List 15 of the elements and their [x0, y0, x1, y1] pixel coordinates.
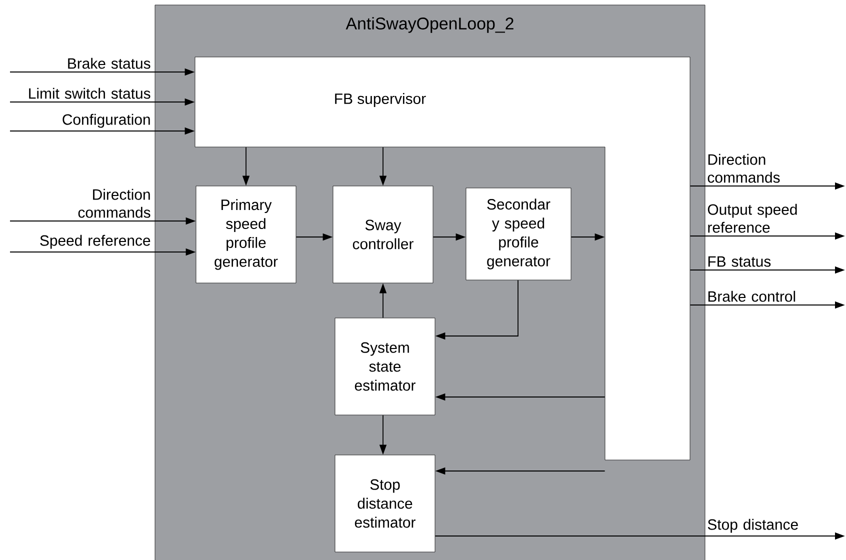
edge-label: Direction commands	[78, 188, 150, 218]
process-box: Sway controller	[332, 186, 434, 284]
edge-label: Brake control	[708, 290, 796, 302]
edge-label: Brake status	[68, 58, 150, 69]
edge-label: Speed reference	[40, 234, 150, 249]
edge-label: Output speed reference	[708, 204, 797, 233]
process-box: Primary speed profile generator	[196, 186, 296, 284]
process-box: Stop distance estimator	[334, 454, 436, 552]
edge-label: Configuration	[62, 114, 150, 128]
edge-label: Direction commands	[708, 154, 780, 183]
process-box: Secondar y speed profile generator	[466, 188, 572, 280]
edge-label: Stop distance	[708, 518, 798, 533]
edge-label: FB status	[708, 256, 771, 267]
process-box: System state estimator	[334, 318, 436, 416]
edge-label: Limit switch status	[29, 88, 150, 99]
